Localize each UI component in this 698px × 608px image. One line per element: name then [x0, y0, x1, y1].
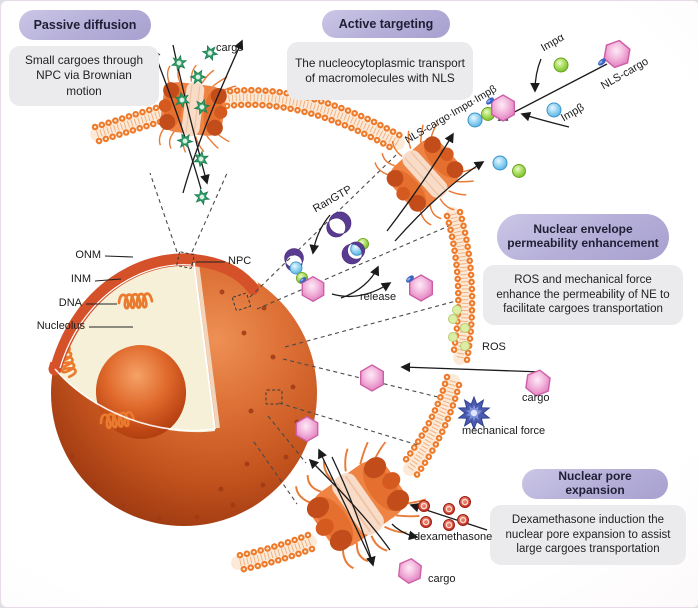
cut-face-line	[193, 262, 216, 430]
panel-permeability-title: Nuclear envelope permeability enhancemen…	[497, 214, 669, 260]
rangtp-molecule	[321, 207, 356, 243]
label-onm: ONM	[75, 249, 101, 261]
cargo-hexagon	[397, 556, 423, 586]
label-inm: INM	[70, 273, 91, 285]
dexamethasone-molecules	[417, 495, 472, 532]
recycled-imp-alpha	[512, 164, 526, 178]
imp-alpha-molecule	[553, 57, 569, 73]
nucleus	[48, 251, 317, 526]
label-npc: NPC	[228, 255, 252, 267]
ros-molecules	[448, 305, 470, 351]
rangtp-bound-complex	[284, 248, 325, 303]
panel-active-body: The nucleocytoplasmic transport of macro…	[287, 42, 473, 100]
panel-expansion-body: Dexamethasone induction the nuclear pore…	[490, 505, 686, 565]
panel-passive-title: Passive diffusion	[19, 10, 151, 40]
panel-passive-body: Small cargoes through NPC via Brownian m…	[9, 46, 159, 106]
label-cargo-mid: cargo	[522, 392, 550, 404]
inner-membrane-line	[59, 264, 192, 369]
cargo-hexagon	[295, 415, 319, 443]
released-cargo	[404, 274, 433, 302]
label-mechanical-force: mechanical force	[462, 425, 546, 437]
recycled-imp-beta	[492, 155, 508, 171]
leader-lines	[86, 255, 225, 328]
cut-face-line	[54, 368, 216, 432]
label-dna: DNA	[58, 297, 82, 309]
outer-membrane-line	[50, 251, 259, 363]
panel-expansion-title: Nuclear pore expansion	[522, 469, 668, 499]
label-nucleolus: Nucleolus	[36, 320, 85, 332]
nuclear-envelope-membrane	[90, 86, 476, 574]
label-ros: ROS	[482, 341, 506, 353]
npc-zoom-box	[265, 389, 283, 405]
label-dexamethasone: dexamethasone	[414, 531, 493, 543]
cargo-hexagon	[360, 364, 384, 392]
nuclear-envelope-rim	[48, 253, 200, 376]
flow-arrows	[151, 39, 608, 567]
npc-zoom-box	[176, 251, 195, 269]
panel-active-title: Active targeting	[322, 10, 450, 38]
panel-permeability-body: ROS and mechanical force enhance the per…	[483, 265, 683, 325]
label-cargo-bottom: cargo	[428, 573, 456, 585]
npc-zoom-box	[231, 292, 252, 312]
nuclear-envelope-rim	[187, 254, 259, 295]
rangtp-importin-complex	[337, 237, 370, 269]
label-cargo-top: cargo	[216, 42, 244, 54]
cut-face-edge	[195, 262, 220, 429]
label-release: release	[360, 291, 397, 303]
